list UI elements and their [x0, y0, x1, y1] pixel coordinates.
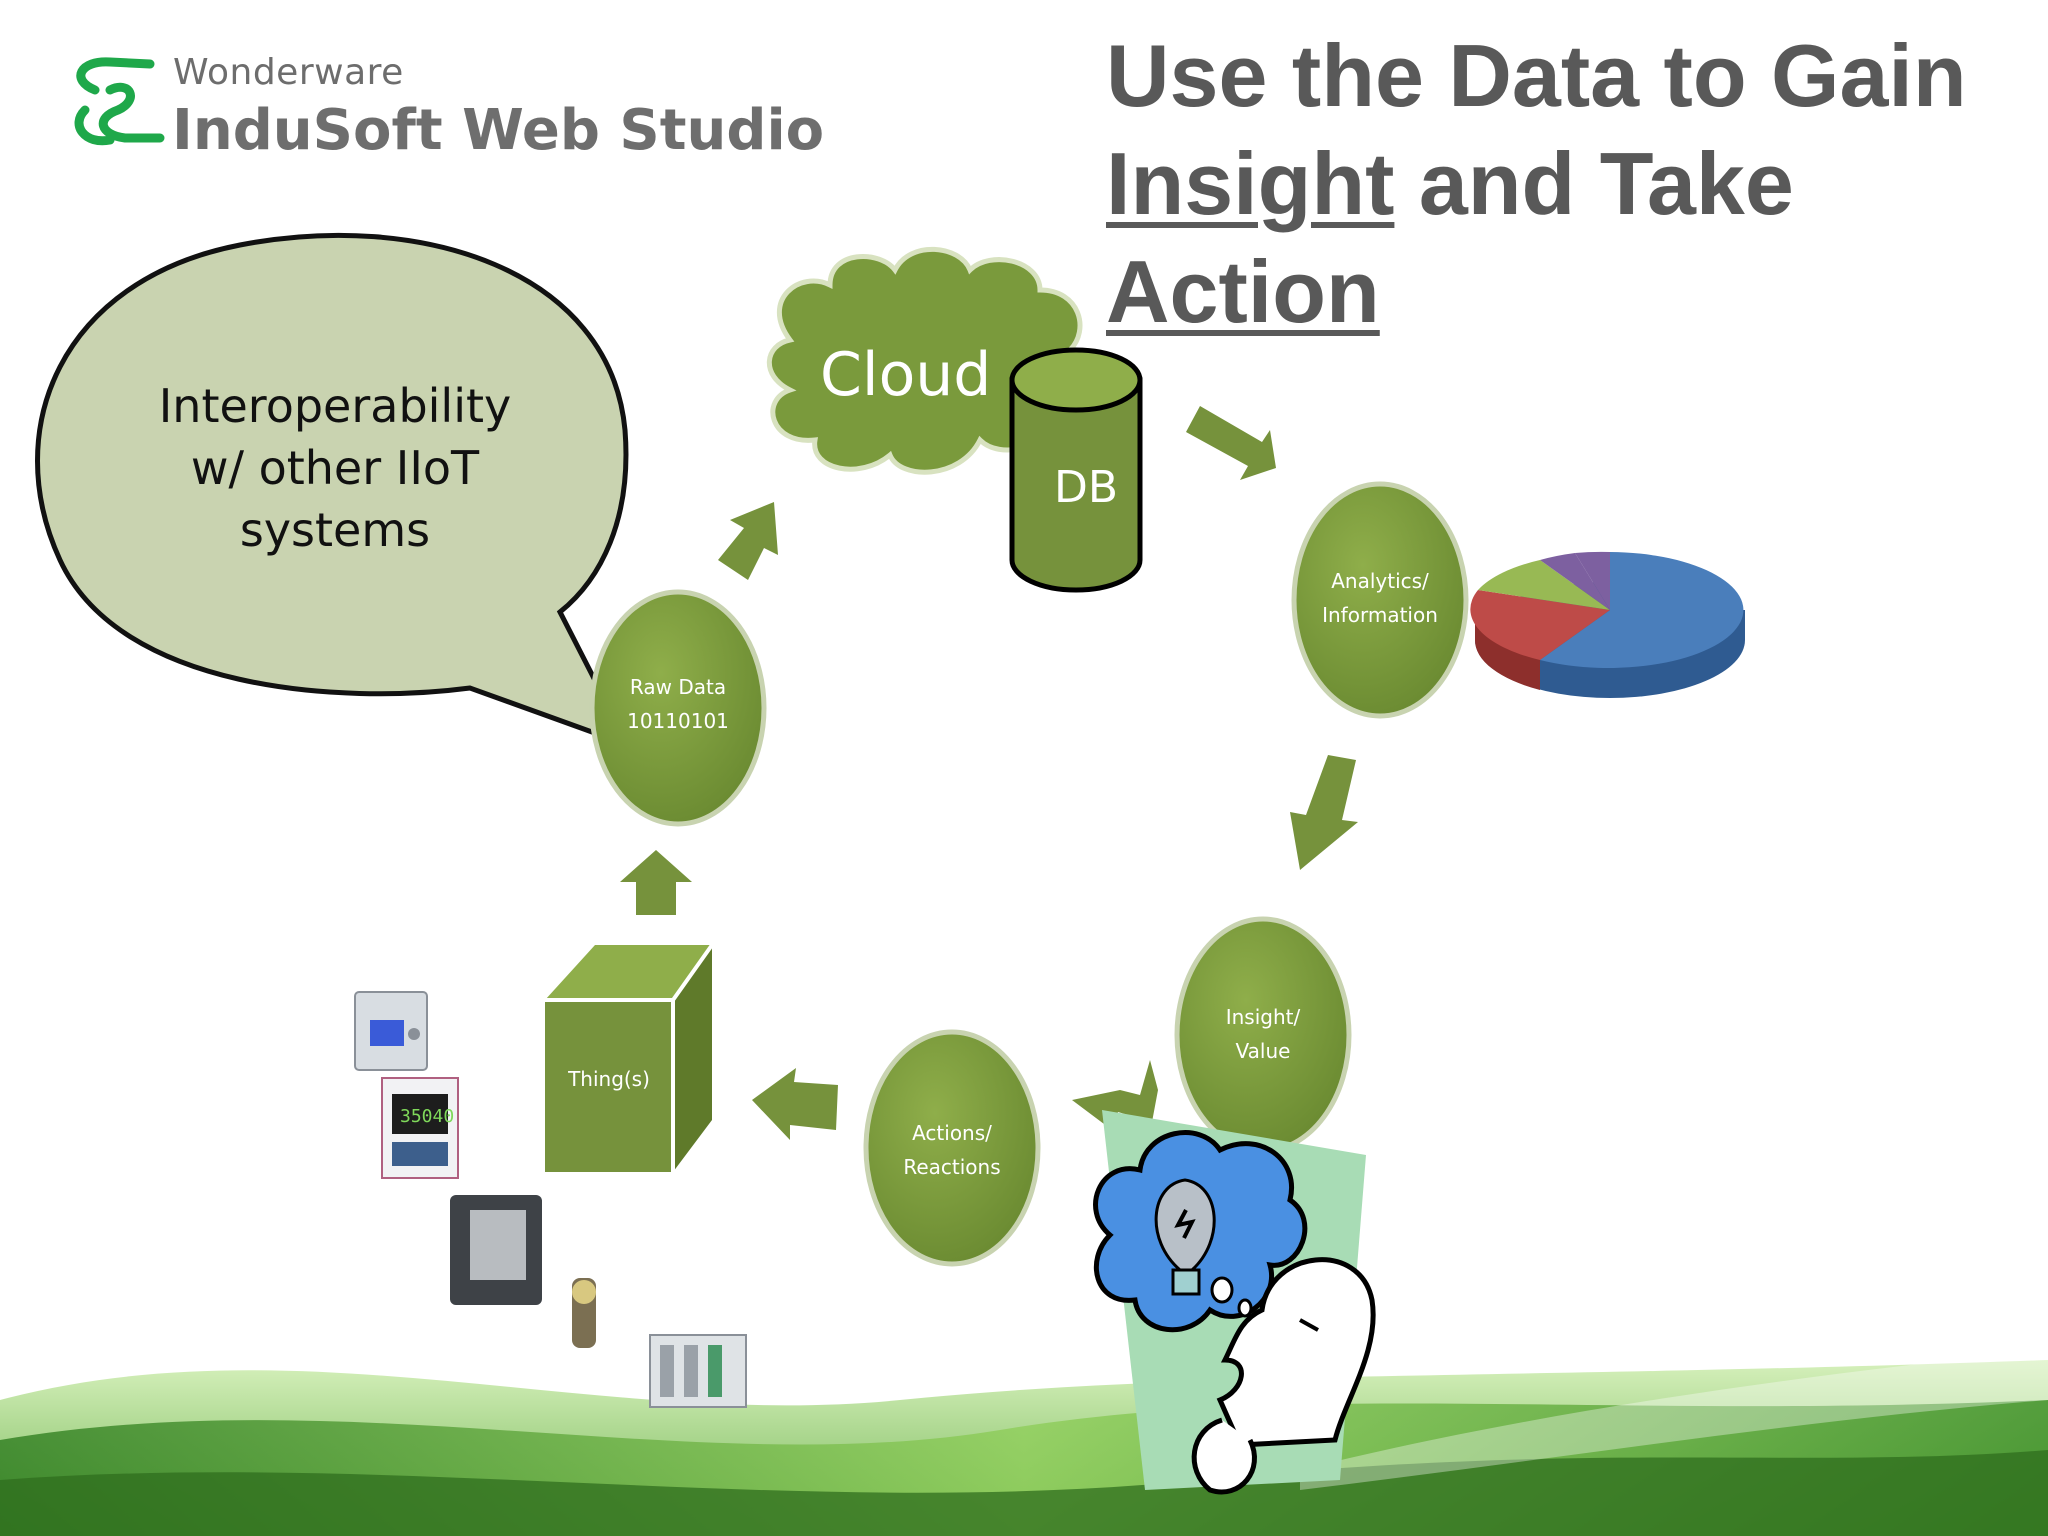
- raw-data-label: Raw Data 10110101: [598, 670, 758, 738]
- title-part-2: and Take: [1394, 134, 1794, 233]
- actions-label: Actions/ Reactions: [872, 1116, 1032, 1184]
- things-text: Thing(s): [568, 1067, 650, 1091]
- flow-arrows: [620, 406, 1358, 1140]
- arrow-raw-data-to-cloud: [718, 502, 778, 580]
- logo-product-text: InduSoft Web Studio: [172, 98, 825, 163]
- arrow-db-to-analytics: [1186, 406, 1276, 480]
- arrow-things-to-raw-data: [620, 850, 692, 915]
- db-cylinder: [1009, 347, 1143, 593]
- lightbulb-icon: [1154, 1178, 1216, 1296]
- logo-brand-text: Wonderware: [173, 52, 404, 93]
- background-waves: [0, 1350, 2048, 1536]
- raw-data-line-1: Raw Data: [629, 675, 727, 699]
- analytics-label: Analytics/ Information: [1300, 564, 1460, 632]
- wonderware-logo-icon: [74, 57, 165, 146]
- analytics-line-2: Information: [1322, 603, 1438, 627]
- cloud-label: Cloud: [820, 340, 992, 410]
- device-transmitter-icon: [572, 1278, 596, 1348]
- bubble-line-2: w/ other IIoT: [190, 441, 480, 495]
- arrow-analytics-to-insight: [1290, 755, 1358, 870]
- things-cube: [545, 943, 714, 1172]
- device-plc-rack-icon: [649, 1334, 747, 1408]
- db-label: DB: [1054, 462, 1119, 513]
- raw-data-line-2: 10110101: [627, 709, 729, 733]
- node-analytics: [1291, 481, 1469, 719]
- arrow-insight-to-actions: [1072, 1060, 1158, 1130]
- analytics-line-1: Analytics/: [1331, 569, 1429, 593]
- insight-label: Insight/ Value: [1183, 1000, 1343, 1068]
- svg-text:35040: 35040: [400, 1106, 454, 1127]
- things-label: Thing(s): [545, 1062, 673, 1096]
- actions-line-2: Reactions: [903, 1155, 1001, 1179]
- speech-bubble: [35, 232, 634, 750]
- bubble-line-1: Interoperability: [158, 379, 512, 433]
- arrow-actions-to-things: [752, 1068, 838, 1140]
- slide-title: Use the Data to Gain Insight and Take Ac…: [1106, 22, 2036, 346]
- node-raw-data: [589, 589, 767, 827]
- title-insight: Insight: [1106, 134, 1395, 233]
- node-actions: [863, 1029, 1041, 1267]
- device-plc-display-icon: [354, 991, 428, 1071]
- insight-line-1: Insight/: [1225, 1005, 1301, 1029]
- actions-line-1: Actions/: [912, 1121, 992, 1145]
- speech-bubble-text: Interoperability w/ other IIoT systems: [130, 375, 540, 561]
- title-action: Action: [1106, 242, 1380, 341]
- pie-chart-graphic: [1470, 551, 1745, 698]
- insight-line-2: Value: [1235, 1039, 1291, 1063]
- thinking-person-illustration: [1093, 1110, 1376, 1495]
- device-power-meter-icon: [450, 1195, 542, 1305]
- title-part-1: Use the Data to Gain: [1106, 26, 1967, 125]
- device-panel-meter-icon: 35040: [381, 1077, 459, 1179]
- bubble-line-3: systems: [239, 503, 431, 557]
